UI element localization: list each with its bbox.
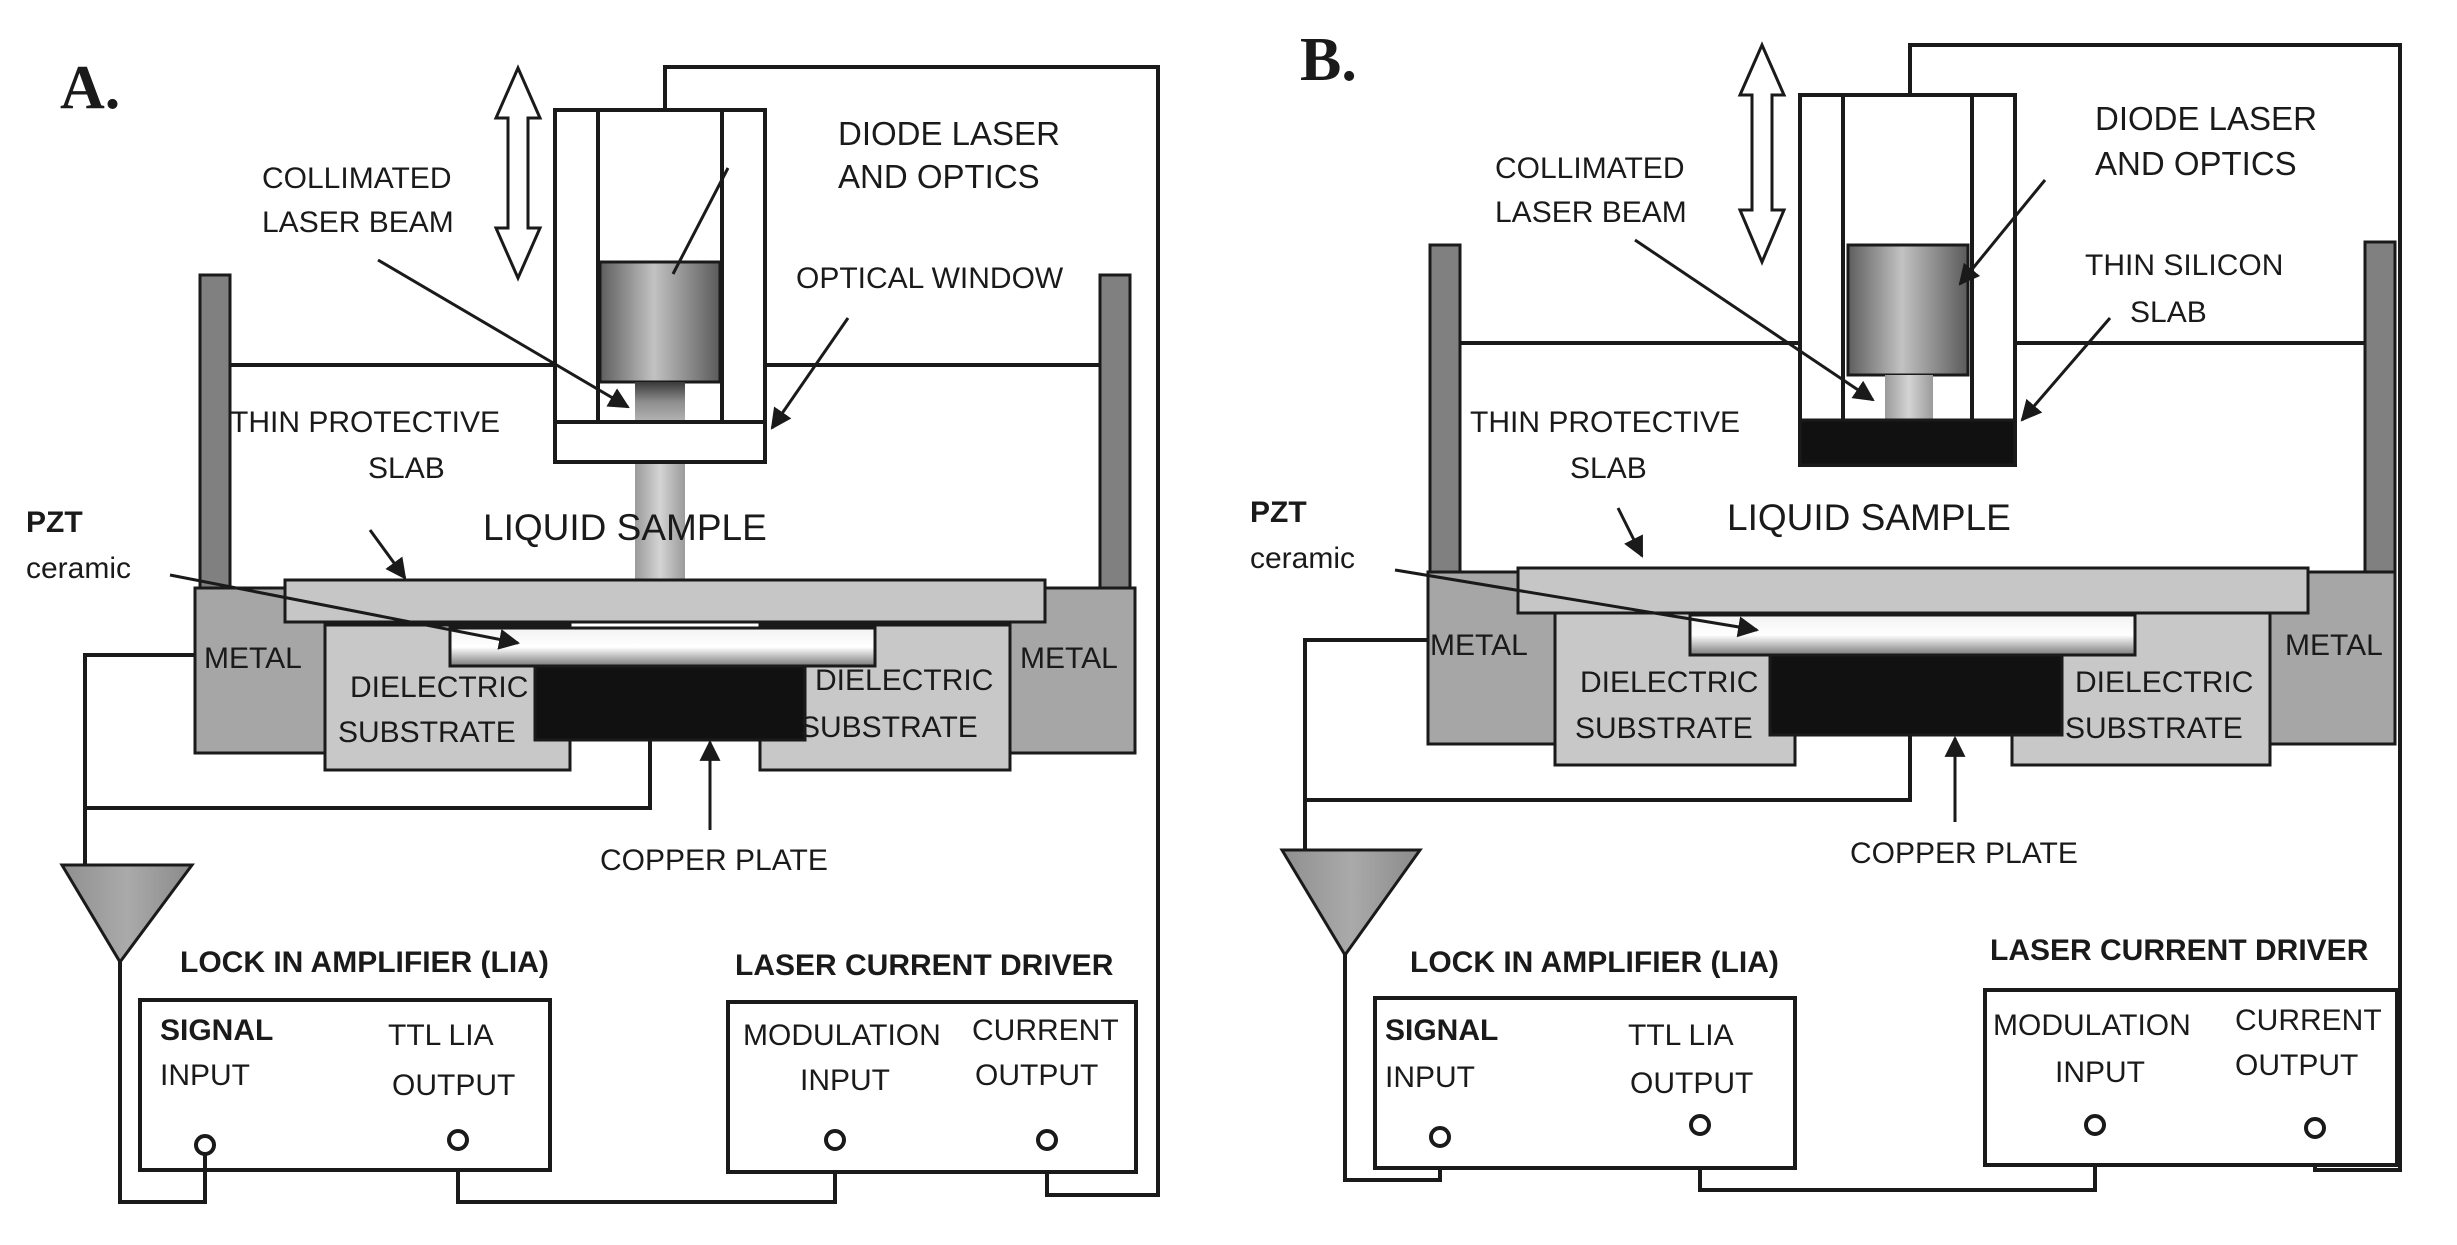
- label-beam-line1: COLLIMATED: [262, 162, 451, 195]
- label-driver-title: LASER CURRENT DRIVER: [1990, 934, 2369, 967]
- label-modulation-line2: INPUT: [800, 1064, 890, 1097]
- label-ceramic: ceramic: [1250, 542, 1355, 575]
- label-modulation-line1: MODULATION: [1993, 1009, 2191, 1042]
- label-protective-line1: THIN PROTECTIVE: [1470, 406, 1740, 439]
- label-current-line1: CURRENT: [972, 1014, 1119, 1047]
- label-ttl-line1: TTL LIA: [388, 1019, 494, 1052]
- label-ttl-line1: TTL LIA: [1628, 1019, 1734, 1052]
- label-pzt: PZT: [1250, 496, 1307, 529]
- terminal-ttl-output[interactable]: [1689, 1114, 1711, 1136]
- label-lia-title: LOCK IN AMPLIFIER (LIA): [180, 946, 549, 979]
- label-input: INPUT: [160, 1059, 250, 1092]
- label-metal-left: METAL: [1430, 629, 1528, 662]
- post-left: [198, 273, 232, 595]
- label-signal: SIGNAL: [160, 1014, 273, 1047]
- label-diode-laser-line1: DIODE LASER: [2095, 100, 2317, 137]
- diode-laser-block: [1846, 243, 1970, 377]
- label-protective-line1: THIN PROTECTIVE: [230, 406, 500, 439]
- label-protective-line2: SLAB: [368, 452, 445, 485]
- label-diode-laser-line1: DIODE LASER: [838, 115, 1060, 152]
- label-protective-line2: SLAB: [1570, 452, 1647, 485]
- terminal-signal-input[interactable]: [1429, 1126, 1451, 1148]
- label-ttl-line2: OUTPUT: [392, 1069, 515, 1102]
- label-pzt: PZT: [26, 506, 83, 539]
- amplifier-triangle: [1279, 848, 1423, 958]
- label-liquid-sample: LIQUID SAMPLE: [483, 507, 767, 548]
- optical-window: [553, 420, 767, 464]
- label-copper-plate: COPPER PLATE: [600, 844, 828, 877]
- label-dielectric-left-line1: DIELECTRIC: [350, 671, 528, 704]
- vertical-move-arrow: [493, 64, 543, 282]
- label-diode-laser-line2: AND OPTICS: [2095, 145, 2297, 182]
- label-dielectric-right-line1: DIELECTRIC: [2075, 666, 2253, 699]
- label-window-line1: OPTICAL WINDOW: [796, 262, 1064, 295]
- label-current-line1: CURRENT: [2235, 1004, 2382, 1037]
- panel-a: A.: [26, 54, 1160, 1204]
- wire-laser-to-current-output: [663, 65, 1160, 1197]
- post-right: [1098, 273, 1132, 595]
- beam-inside-housing: [1885, 375, 1933, 420]
- wire-copper-to-amplifier: [85, 740, 652, 810]
- label-current-line2: OUTPUT: [975, 1059, 1098, 1092]
- label-dielectric-right-line2: SUBSTRATE: [2065, 712, 2243, 745]
- vertical-move-arrow: [1737, 41, 1787, 266]
- label-window-line1: THIN SILICON: [2085, 249, 2283, 282]
- post-right: [2363, 240, 2397, 574]
- label-dielectric-left-line1: DIELECTRIC: [1580, 666, 1758, 699]
- terminal-modulation-input[interactable]: [2084, 1114, 2106, 1136]
- copper-plate: [533, 658, 807, 742]
- beam-inside-housing: [635, 382, 685, 422]
- wire-ttl-to-modulation: [456, 1149, 837, 1204]
- label-beam-line1: COLLIMATED: [1495, 152, 1684, 185]
- label-copper-plate: COPPER PLATE: [1850, 837, 2078, 870]
- diode-laser-block: [598, 260, 722, 384]
- panel-a-letter: A.: [60, 54, 120, 122]
- terminal-modulation-input[interactable]: [824, 1129, 846, 1151]
- label-metal-right: METAL: [2285, 629, 2383, 662]
- label-dielectric-right-line2: SUBSTRATE: [800, 711, 978, 744]
- label-ceramic: ceramic: [26, 552, 131, 585]
- label-ttl-line2: OUTPUT: [1630, 1067, 1753, 1100]
- label-driver-title: LASER CURRENT DRIVER: [735, 949, 1114, 982]
- label-diode-laser-line2: AND OPTICS: [838, 158, 1040, 195]
- post-left: [1428, 243, 1462, 577]
- terminal-current-output[interactable]: [2304, 1117, 2326, 1139]
- label-beam-line2: LASER BEAM: [1495, 196, 1687, 229]
- pzt-ceramic: [1688, 613, 2137, 657]
- laser-current-driver-box: [1983, 988, 2399, 1167]
- copper-plate: [1768, 648, 2064, 737]
- label-modulation-line1: MODULATION: [743, 1019, 941, 1052]
- laser-beam: [635, 462, 685, 580]
- protective-slab: [283, 578, 1047, 624]
- terminal-signal-input[interactable]: [194, 1134, 216, 1156]
- label-dielectric-left-line2: SUBSTRATE: [338, 716, 516, 749]
- label-metal-right: METAL: [1020, 642, 1118, 675]
- label-dielectric-right-line1: DIELECTRIC: [815, 664, 993, 697]
- label-current-line2: OUTPUT: [2235, 1049, 2358, 1082]
- panel-b: B.: [1250, 26, 2402, 1192]
- label-window-line2: SLAB: [2130, 296, 2207, 329]
- label-input: INPUT: [1385, 1061, 1475, 1094]
- label-lia-title: LOCK IN AMPLIFIER (LIA): [1410, 946, 1779, 979]
- terminal-ttl-output[interactable]: [447, 1129, 469, 1151]
- wire-amplifier-to-signal-input: [83, 653, 207, 1204]
- thin-silicon-slab: [1798, 418, 2017, 467]
- label-beam-line2: LASER BEAM: [262, 206, 454, 239]
- label-metal-left: METAL: [204, 642, 302, 675]
- laser-current-driver-box: [726, 1000, 1138, 1174]
- label-signal: SIGNAL: [1385, 1014, 1498, 1047]
- label-liquid-sample: LIQUID SAMPLE: [1727, 497, 2011, 538]
- label-modulation-line2: INPUT: [2055, 1056, 2145, 1089]
- label-dielectric-left-line2: SUBSTRATE: [1575, 712, 1753, 745]
- protective-slab: [1516, 566, 2310, 615]
- panel-b-letter: B.: [1300, 26, 1357, 94]
- terminal-current-output[interactable]: [1036, 1129, 1058, 1151]
- pzt-ceramic: [448, 626, 877, 668]
- wire-copper-to-amplifier: [1305, 735, 1912, 802]
- amplifier-triangle: [59, 863, 195, 965]
